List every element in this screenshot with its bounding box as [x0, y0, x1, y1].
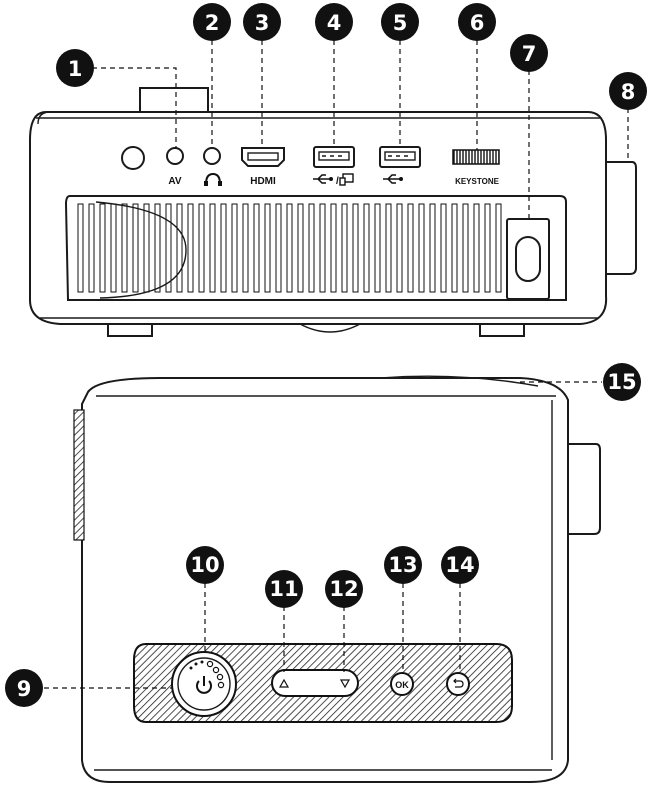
- vent-slat: [408, 204, 413, 292]
- vent-slat: [452, 204, 457, 292]
- svg-text:2: 2: [205, 11, 220, 35]
- callout-15: 15: [603, 363, 641, 401]
- vent-slat: [232, 204, 237, 292]
- svg-text:3: 3: [255, 11, 270, 35]
- svg-text:6: 6: [470, 11, 485, 35]
- vent-slat: [78, 204, 83, 292]
- vent-slat: [155, 204, 160, 292]
- usb-port-2: [380, 147, 420, 167]
- callout-6: 6: [458, 3, 496, 41]
- av-label: AV: [168, 176, 181, 187]
- round-port: [122, 147, 144, 169]
- vent-slat: [386, 204, 391, 292]
- svg-text:10: 10: [190, 553, 219, 577]
- back-button[interactable]: [447, 673, 469, 695]
- vent-slat: [441, 204, 446, 292]
- keystone-wheel[interactable]: [453, 150, 499, 164]
- vent-slat: [144, 204, 149, 292]
- vent-slat: [397, 204, 402, 292]
- rear-vent: [66, 196, 566, 300]
- callout-1: 1: [56, 49, 94, 87]
- power-switch[interactable]: [516, 237, 540, 281]
- svg-text:12: 12: [329, 577, 358, 601]
- svg-text:4: 4: [327, 11, 342, 35]
- svg-text:9: 9: [17, 677, 32, 701]
- ok-label: OK: [395, 680, 409, 690]
- callout-10: 10: [186, 546, 224, 584]
- vent-slat: [188, 204, 193, 292]
- foot-right: [480, 324, 524, 336]
- foot-left: [108, 324, 152, 336]
- vent-slat: [122, 204, 127, 292]
- callout-2: 2: [193, 3, 231, 41]
- vent-slat: [496, 204, 501, 292]
- side-vent-strip: [74, 410, 84, 540]
- lens-protrusion-top: [566, 444, 600, 534]
- usb-port-1: [314, 147, 354, 167]
- vent-slat: [375, 204, 380, 292]
- callout-11: 11: [265, 570, 303, 608]
- callout-13: 13: [384, 546, 422, 584]
- vent-slat: [177, 204, 182, 292]
- callout-8: 8: [609, 72, 647, 110]
- callout-7: 7: [510, 34, 548, 72]
- callout-14: 14: [441, 546, 479, 584]
- svg-text:11: 11: [269, 577, 298, 601]
- vent-slat: [210, 204, 215, 292]
- vent-slat: [265, 204, 270, 292]
- svg-text:15: 15: [607, 370, 636, 394]
- vent-slat: [309, 204, 314, 292]
- vent-slat: [166, 204, 171, 292]
- keystone-label: KEYSTONE: [455, 177, 500, 186]
- hdmi-label: HDMI: [250, 176, 276, 187]
- vent-slat: [254, 204, 259, 292]
- vent-slat: [287, 204, 292, 292]
- vent-slat: [485, 204, 490, 292]
- callout-12: 12: [325, 570, 363, 608]
- usb-slash: /: [336, 176, 339, 187]
- vent-slat: [463, 204, 468, 292]
- av-port: [167, 148, 183, 164]
- svg-text:5: 5: [393, 11, 408, 35]
- callout-9: 9: [5, 669, 43, 707]
- svg-text:1: 1: [68, 57, 83, 81]
- vent-slat: [353, 204, 358, 292]
- vent-slat: [89, 204, 94, 292]
- vent-slat: [111, 204, 116, 292]
- top-bump: [140, 88, 208, 114]
- headphone-port: [204, 148, 220, 164]
- callout-5: 5: [381, 3, 419, 41]
- up-down-button[interactable]: [272, 670, 358, 696]
- vent-slat: [221, 204, 226, 292]
- callout-3: 3: [243, 3, 281, 41]
- callout-4: 4: [315, 3, 353, 41]
- svg-text:13: 13: [388, 553, 417, 577]
- vent-slat: [199, 204, 204, 292]
- svg-text:14: 14: [445, 553, 474, 577]
- vent-slat: [320, 204, 325, 292]
- svg-text:8: 8: [621, 80, 636, 104]
- rear-view: AV HDMI / KEYSTONE: [30, 88, 636, 336]
- vent-slat: [364, 204, 369, 292]
- vent-slat: [298, 204, 303, 292]
- vent-slat: [133, 204, 138, 292]
- vent-slat: [474, 204, 479, 292]
- vent-slat: [430, 204, 435, 292]
- vent-slat: [100, 204, 105, 292]
- vent-slat: [342, 204, 347, 292]
- vent-slat: [243, 204, 248, 292]
- svg-text:7: 7: [522, 42, 537, 66]
- vent-slat: [276, 204, 281, 292]
- vent-slat: [331, 204, 336, 292]
- vent-slat: [419, 204, 424, 292]
